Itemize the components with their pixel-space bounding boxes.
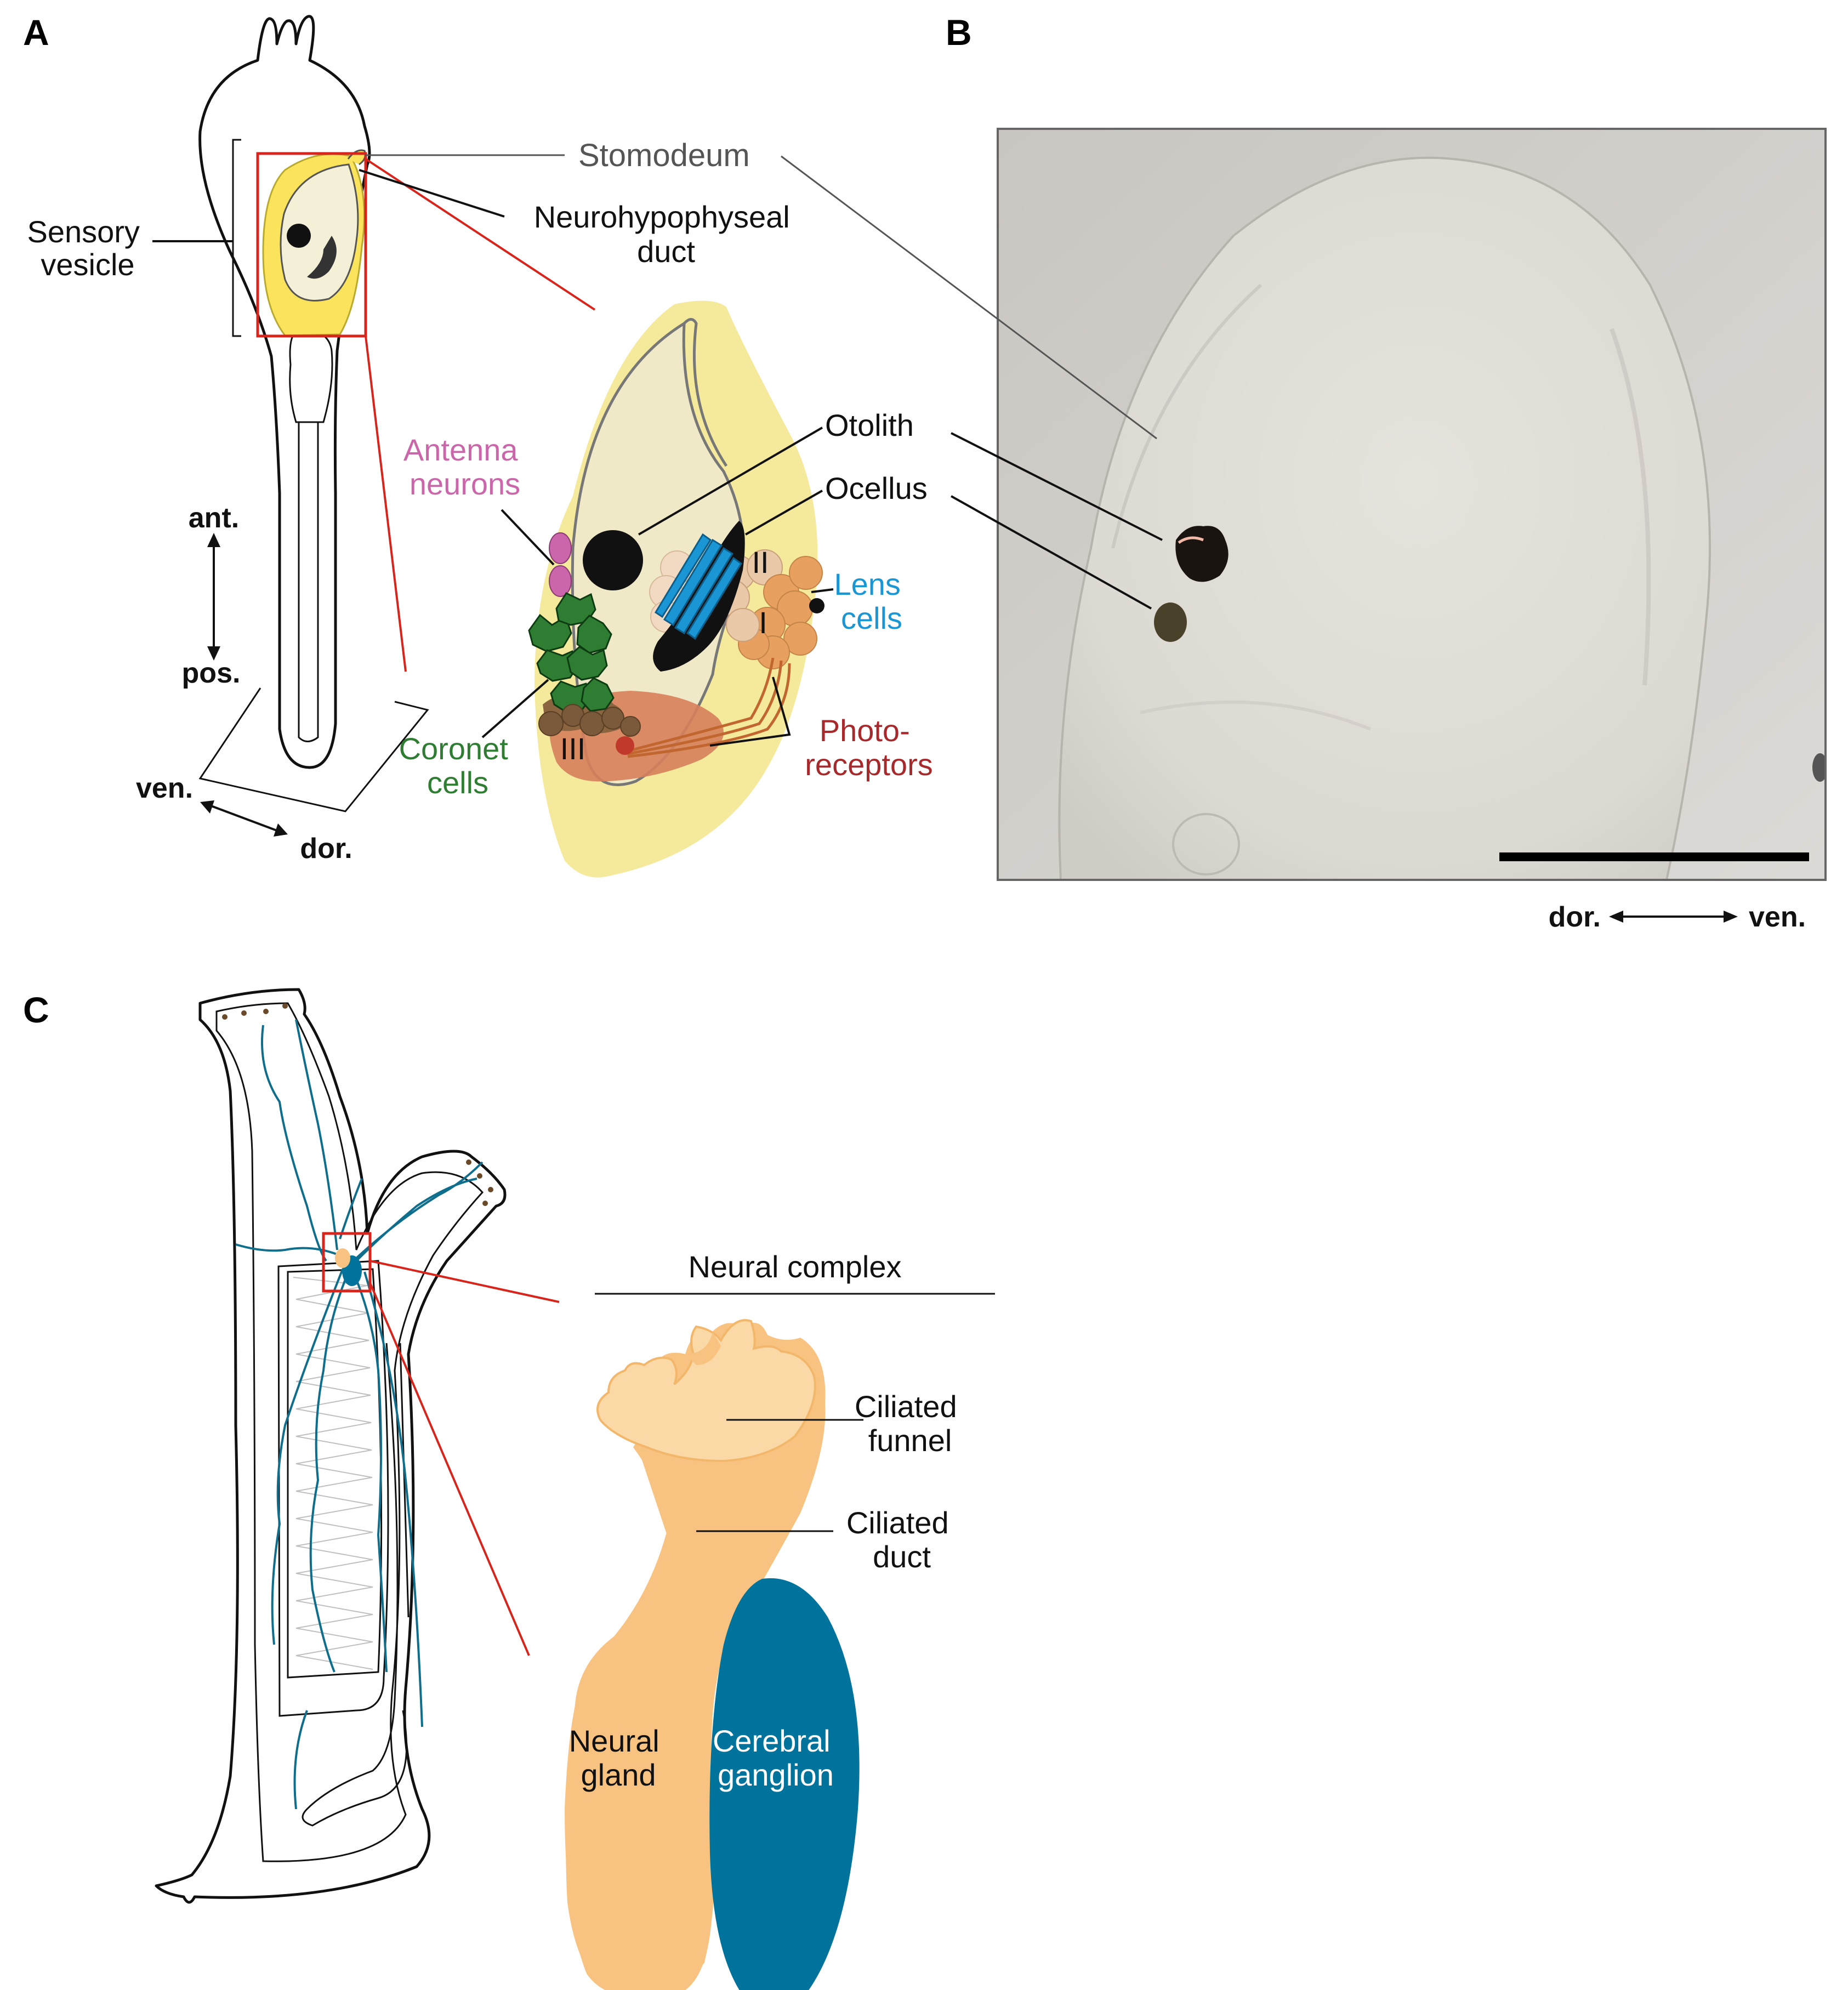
micrograph — [997, 128, 1827, 881]
coronet-cells — [528, 592, 615, 713]
axis-b-ven-label: ven. — [1749, 901, 1806, 933]
neural-gland-body — [566, 1403, 826, 1990]
larva-drawing — [152, 15, 596, 812]
larva-tissue — [1058, 156, 1711, 879]
ciliated-duct-label: Ciliated duct — [846, 1505, 957, 1574]
neural-complex-enlarged — [565, 1319, 860, 1990]
axis-dor-label: dor. — [300, 833, 352, 865]
neural-gland-label: Neural gland — [569, 1724, 668, 1792]
inset-box-c — [322, 1232, 372, 1293]
stomodeum-label: Stomodeum — [578, 138, 750, 173]
numeral-ii: II — [752, 545, 769, 579]
cerebral-ganglion-label: Cerebral ganglion — [713, 1724, 839, 1792]
neural-complex-title: Neural complex — [688, 1249, 901, 1284]
antenna-neurons-label: Antenna neurons — [403, 433, 526, 501]
numeral-iii: III — [560, 731, 586, 766]
otolith-label: Otolith — [825, 408, 914, 442]
cerebral-ganglion-shape — [709, 1578, 860, 1990]
axis-ant-label: ant. — [189, 502, 239, 534]
sensory-vesicle-label: Sensory vesicle — [27, 214, 149, 282]
otolith-small — [287, 224, 311, 248]
lens-cells-label: Lens cells — [834, 567, 909, 635]
numeral-i: I — [759, 605, 767, 640]
axis-ven-label: ven. — [136, 772, 193, 804]
panel-letter-c: C — [23, 990, 49, 1030]
ciliated-funnel-shape — [596, 1319, 816, 1463]
axis-b: dor. ven. — [1549, 901, 1806, 933]
neurohypophyseal-duct-label: Neurohypophyseal duct — [534, 200, 799, 269]
axis-pos-label: pos. — [182, 657, 241, 689]
otolith — [583, 530, 643, 590]
ocellus-pigment — [1154, 602, 1187, 642]
ocellus-lens — [654, 533, 743, 640]
axis-b-dor-label: dor. — [1549, 901, 1601, 933]
adult-drawing — [155, 988, 560, 1904]
axis-ap: ant. pos. — [182, 502, 241, 689]
sensory-vesicle-enlarged — [528, 300, 825, 878]
axis-dv: ven. dor. — [136, 772, 352, 865]
panel-letter-b: B — [946, 12, 972, 53]
otolith-pigment — [1175, 526, 1229, 582]
ocellus-small — [307, 236, 337, 279]
coronet-cells-label: Coronet cells — [399, 731, 517, 800]
panel-letter-a: A — [23, 12, 49, 53]
photoreceptors-label: Photo- receptors — [805, 713, 932, 782]
ocellus-label: Ocellus — [825, 471, 928, 505]
antenna-neurons — [549, 532, 572, 597]
inset-box-a — [256, 152, 367, 338]
ciliated-funnel-label: Ciliated funnel — [855, 1389, 965, 1458]
photoreceptor-cell-body — [616, 736, 634, 755]
